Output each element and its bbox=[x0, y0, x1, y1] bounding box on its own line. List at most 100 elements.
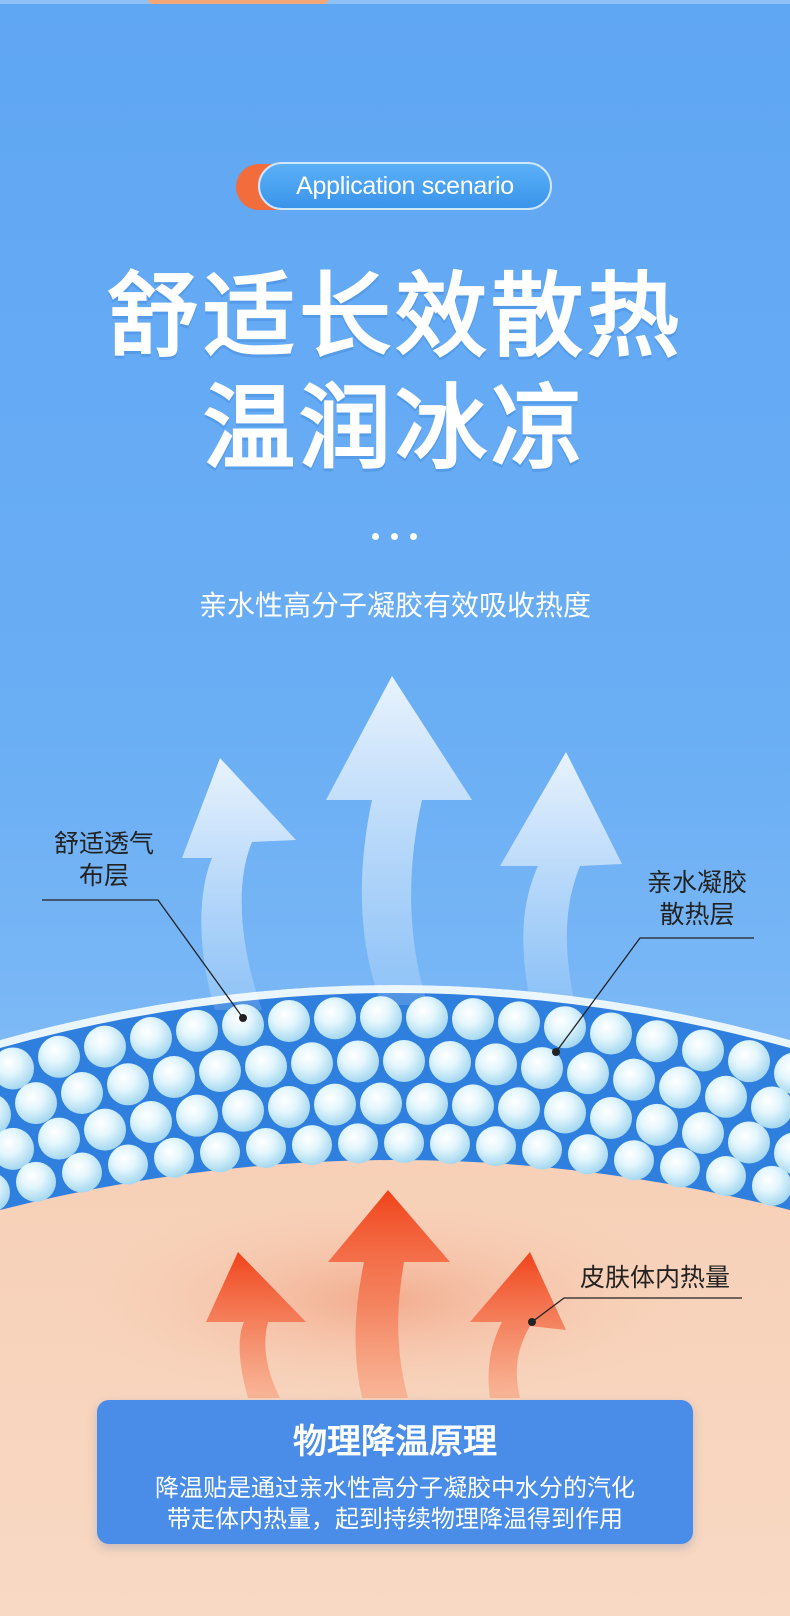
label-fabric-layer: 舒适透气 布层 bbox=[40, 828, 168, 892]
heat-arrow-icon-left bbox=[206, 1252, 306, 1398]
gel-bead-icon bbox=[38, 1035, 80, 1078]
gel-bead-icon bbox=[728, 1121, 770, 1164]
gel-bead-icon bbox=[176, 1094, 218, 1137]
leader-line-gel bbox=[555, 937, 754, 1053]
gel-bead-icon bbox=[338, 1123, 378, 1164]
gel-bead-icon bbox=[682, 1029, 724, 1072]
gel-bead-icon bbox=[452, 1084, 494, 1127]
top-strip-accent bbox=[148, 0, 328, 4]
label-gel-layer: 亲水凝胶 散热层 bbox=[633, 867, 761, 931]
heat-arrow-icon-right bbox=[470, 1252, 566, 1398]
gel-bead-icon bbox=[199, 1050, 241, 1093]
leader-dot-gel bbox=[552, 1048, 560, 1056]
gel-bead-icon bbox=[130, 1016, 172, 1059]
gel-bead-icon bbox=[0, 1047, 34, 1090]
gel-bead-icon bbox=[200, 1132, 240, 1173]
leader-dot-skin bbox=[528, 1318, 536, 1326]
gel-bead-icon bbox=[682, 1111, 724, 1154]
gel-bead-icon bbox=[590, 1097, 632, 1140]
card-text-line-2: 带走体内热量，起到持续物理降温得到作用 bbox=[167, 1505, 623, 1533]
gel-bead-icon bbox=[360, 996, 402, 1039]
gel-bead-icon bbox=[706, 1156, 746, 1197]
gel-bead-icon bbox=[659, 1066, 701, 1109]
gel-bead-icon bbox=[268, 1085, 310, 1128]
gel-bead-icon bbox=[430, 1123, 470, 1164]
gel-bead-icon bbox=[774, 1053, 790, 1094]
leader-line-skin bbox=[531, 1297, 742, 1323]
card-text-line-1: 降温贴是通过亲水性高分子凝胶中水分的汽化 bbox=[155, 1474, 635, 1502]
gel-bead-icon bbox=[660, 1147, 700, 1188]
top-strip bbox=[0, 0, 790, 4]
gel-bead-icon bbox=[108, 1144, 148, 1185]
gel-bead-icon bbox=[0, 1127, 34, 1170]
gel-bead-icon bbox=[774, 1132, 790, 1174]
gel-bead-icon bbox=[107, 1063, 149, 1106]
label-gel-line-2: 散热层 bbox=[659, 900, 735, 929]
gel-bead-icon bbox=[154, 1137, 194, 1178]
cool-arrow-icon-left bbox=[182, 758, 296, 1010]
gel-bead-icon bbox=[84, 1025, 126, 1068]
gel-bead-icon bbox=[429, 1040, 471, 1083]
gel-bead-icon bbox=[337, 1040, 379, 1083]
gel-bead-icon bbox=[406, 996, 448, 1039]
gel-bead-icon bbox=[636, 1020, 678, 1063]
badge-label: Application scenario bbox=[258, 162, 552, 210]
gel-bead-icon bbox=[222, 1004, 264, 1047]
gel-bead-icon bbox=[614, 1140, 654, 1181]
gel-bead-icon bbox=[0, 1175, 10, 1210]
gel-bead-icon bbox=[752, 1165, 790, 1206]
cool-arrow-icon-right bbox=[500, 752, 622, 1000]
gel-bead-icon bbox=[452, 998, 494, 1041]
gel-bead-icon bbox=[62, 1152, 102, 1193]
label-fabric-line-1: 舒适透气 bbox=[53, 829, 154, 858]
gel-beads bbox=[0, 996, 790, 1210]
gel-bead-icon bbox=[16, 1161, 56, 1202]
gel-bead-icon bbox=[728, 1040, 770, 1083]
fabric-layer bbox=[0, 985, 790, 1048]
gel-bead-icon bbox=[176, 1009, 218, 1052]
subtitle: 亲水性高分子凝胶有效吸收热度 bbox=[198, 589, 591, 622]
gel-bead-icon bbox=[153, 1055, 195, 1098]
gel-bead-icon bbox=[636, 1103, 678, 1146]
gel-bead-icon bbox=[613, 1058, 655, 1101]
scenario-badge: Application scenario bbox=[236, 162, 554, 212]
gel-bead-icon bbox=[314, 997, 356, 1040]
gel-bead-icon bbox=[130, 1101, 172, 1144]
gel-bead-icon bbox=[475, 1043, 517, 1086]
label-gel-line-1: 亲水凝胶 bbox=[646, 868, 747, 897]
gel-bead-icon bbox=[590, 1012, 632, 1055]
gel-bead-icon bbox=[498, 1087, 540, 1130]
gel-bead-icon bbox=[544, 1091, 586, 1134]
gel-bead-icon bbox=[0, 1096, 11, 1134]
headline-line-2: 温润冰凉 bbox=[202, 375, 587, 482]
cool-arrow-icon-center bbox=[326, 676, 472, 1005]
gel-bead-icon bbox=[38, 1117, 80, 1160]
gel-bead-icon bbox=[383, 1040, 425, 1083]
gel-bead-icon bbox=[476, 1126, 516, 1167]
gel-bead-icon bbox=[246, 1128, 286, 1169]
gel-bead-icon bbox=[84, 1108, 126, 1151]
gel-bead-icon bbox=[406, 1082, 448, 1125]
gel-bead-icon bbox=[314, 1083, 356, 1126]
gel-bead-icon bbox=[384, 1123, 424, 1164]
gel-bead-icon bbox=[568, 1134, 608, 1175]
headline-line-1: 舒适长效散热 bbox=[106, 263, 683, 370]
gel-bead-icon bbox=[360, 1082, 402, 1125]
gel-bead-icon bbox=[751, 1086, 790, 1129]
leader-line-fabric bbox=[42, 899, 244, 1019]
ellipsis-dots bbox=[372, 533, 418, 541]
label-skin-heat: 皮肤体内热量 bbox=[579, 1263, 730, 1292]
gel-bead-icon bbox=[544, 1006, 586, 1049]
gel-bead-icon bbox=[705, 1075, 747, 1118]
gel-bead-icon bbox=[245, 1045, 287, 1088]
gel-bead-icon bbox=[522, 1129, 562, 1170]
gel-bead-icon bbox=[61, 1072, 103, 1115]
gel-bead-icon bbox=[567, 1052, 609, 1095]
card-title: 物理降温原理 bbox=[293, 1422, 497, 1462]
label-fabric-line-2: 布层 bbox=[78, 861, 129, 890]
gel-bead-icon bbox=[268, 999, 310, 1042]
gel-bead-icon bbox=[521, 1047, 563, 1090]
gel-bead-icon bbox=[222, 1089, 264, 1132]
gel-bead-icon bbox=[498, 1001, 540, 1044]
